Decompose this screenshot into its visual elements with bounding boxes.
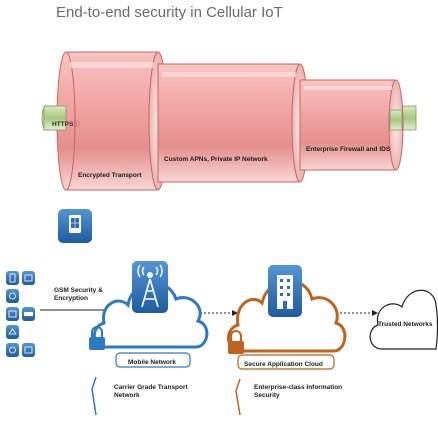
- device-icons: [6, 271, 35, 357]
- device-icon: [6, 271, 19, 285]
- segment-label-encrypted-transport: Encrypted Transport: [78, 172, 142, 179]
- device-icon: [22, 271, 35, 285]
- trusted-networks-cloud: [369, 289, 438, 350]
- trusted-networks-label: Trusted Networks: [378, 321, 433, 328]
- device-icon: [6, 325, 19, 339]
- sim-card-icon: [58, 209, 92, 243]
- carrier-grade-callout: Carrier Grade Transport Network: [114, 384, 188, 399]
- secure-application-cloud-label: Secure Application Cloud: [244, 361, 323, 368]
- lock-icon: [228, 330, 244, 354]
- pipe-segment-3: [299, 79, 397, 171]
- lock-icon: [89, 326, 105, 350]
- device-icon: [22, 343, 35, 357]
- callout-line: [235, 378, 241, 416]
- network-diagram: [6, 209, 438, 416]
- security-pipe: [41, 51, 417, 191]
- https-label: HTTPSⓘ: [52, 121, 80, 128]
- diagram-title: End-to-end security in Cellular IoT: [56, 4, 283, 21]
- pipe-segment-2: [157, 63, 301, 183]
- callout-line: [91, 376, 97, 416]
- gsm-security-label: GSM Security & Encryption: [54, 287, 103, 302]
- device-icon: [6, 307, 19, 321]
- radio-tower-icon: [132, 261, 168, 313]
- segment-label-custom-apns: Custom APNs, Private IP Network: [164, 156, 268, 163]
- mobile-network-label: Mobile Network: [128, 359, 177, 366]
- device-icon: [6, 343, 19, 357]
- device-icon: [6, 289, 19, 303]
- enterprise-class-callout: Enterprise-class Information Security: [254, 384, 343, 399]
- building-icon: [268, 265, 302, 317]
- segment-label-enterprise-firewall: Enterprise Firewall and IDS: [306, 146, 391, 153]
